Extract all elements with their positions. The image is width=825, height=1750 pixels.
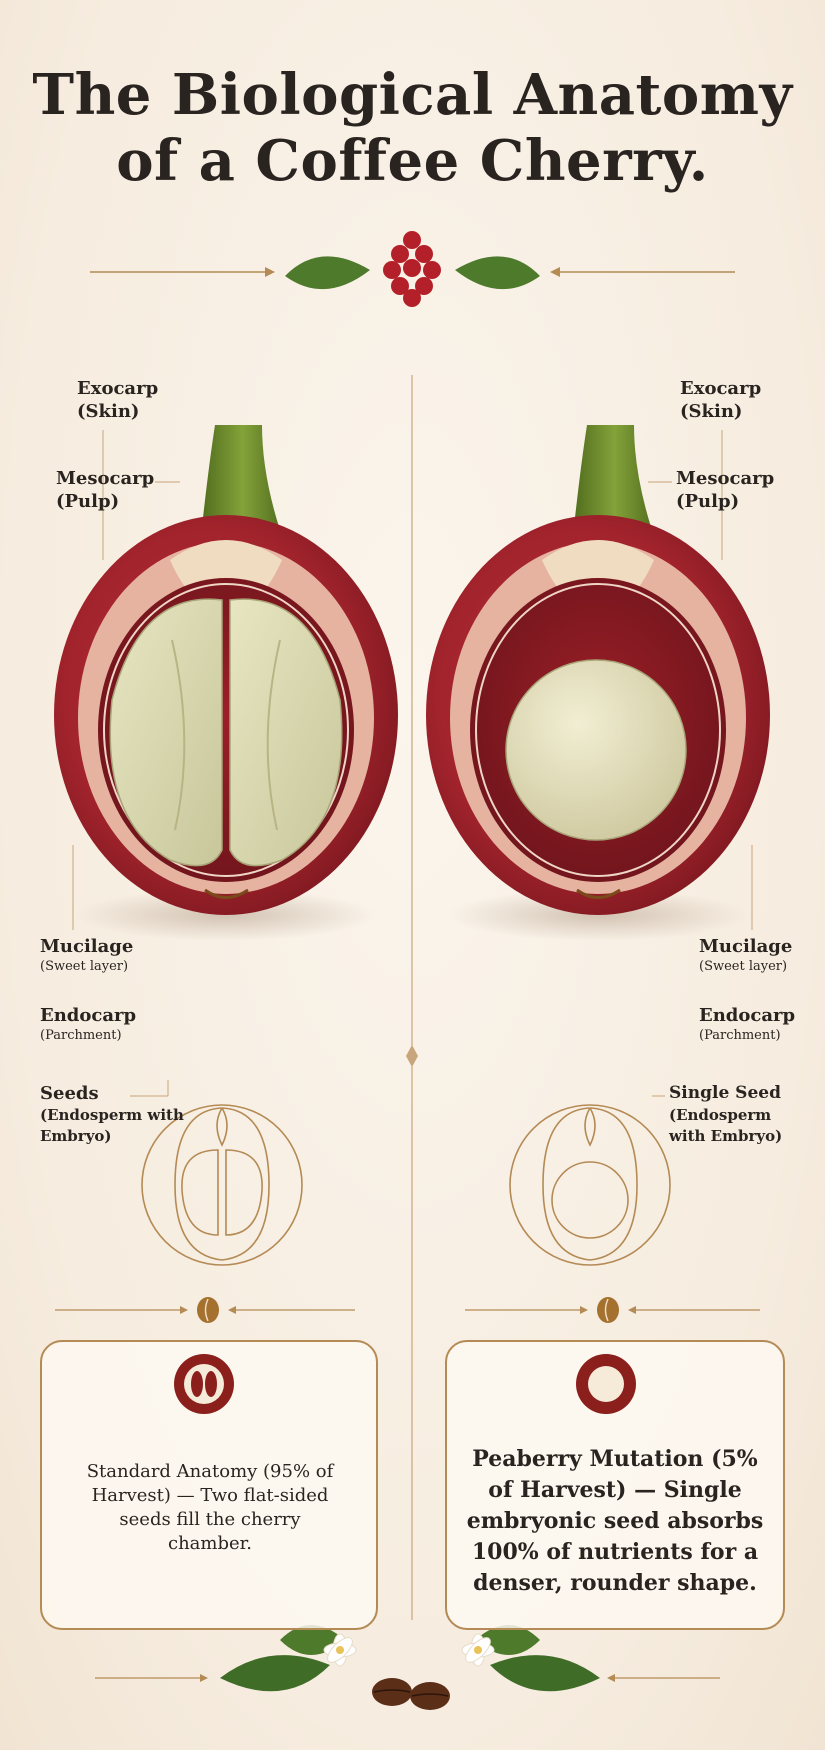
flower-icon: [461, 1633, 495, 1667]
berry-cluster-icon: [383, 231, 441, 307]
left-leader-lines: [72, 430, 180, 1097]
title-line-1: The Biological Anatomy: [32, 62, 793, 128]
top-ornament: [90, 231, 735, 307]
standard-anatomy-description: Standard Anatomy (95% of Harvest) — Two …: [86, 1461, 334, 1554]
label-mucilage-left: Mucilage (Sweet layer): [40, 936, 134, 974]
bottom-ornament: [95, 1625, 720, 1710]
coffee-bean-icon: [597, 1297, 619, 1323]
label-seeds-left: Seeds (Endosperm with Embryo): [40, 1083, 184, 1145]
leaf-icon: [285, 256, 370, 290]
label-mucilage-right: Mucilage (Sweet layer): [699, 936, 793, 974]
label-exocarp-left: Exocarp (Skin): [77, 378, 159, 422]
left-section-ornament: [55, 1297, 355, 1323]
right-section-ornament: [465, 1297, 760, 1323]
peaberry-mutation-description: Peaberry Mutation (5% of Harvest) — Sing…: [466, 1446, 764, 1596]
standard-cherry-illustration: [54, 425, 398, 941]
leaf-icon: [490, 1655, 600, 1692]
coffee-bean-icon: [372, 1678, 412, 1706]
coffee-bean-icon: [197, 1297, 219, 1323]
flower-icon: [323, 1633, 357, 1667]
label-endocarp-left: Endocarp (Parchment): [40, 1005, 137, 1043]
leaf-icon: [220, 1655, 330, 1692]
peaberry-seed-diagram: [509, 1104, 671, 1266]
label-mesocarp-right: Mesocarp (Pulp): [676, 468, 775, 512]
page-title: The Biological Anatomy of a Coffee Cherr…: [0, 62, 825, 194]
right-leader-lines: [648, 430, 753, 1097]
label-endocarp-right: Endocarp (Parchment): [699, 1005, 796, 1043]
title-line-2: of a Coffee Cherry.: [116, 128, 709, 194]
coffee-bean-icon: [410, 1682, 450, 1710]
peaberry-cherry-illustration: [426, 425, 770, 941]
standard-seed-diagram: [141, 1104, 303, 1266]
leaf-icon: [455, 256, 540, 290]
label-single-seed-right: Single Seed (Endosperm with Embryo): [669, 1083, 783, 1145]
divider-diamond: [406, 1045, 418, 1067]
label-exocarp-right: Exocarp (Skin): [680, 378, 762, 422]
label-mesocarp-left: Mesocarp (Pulp): [56, 468, 155, 512]
